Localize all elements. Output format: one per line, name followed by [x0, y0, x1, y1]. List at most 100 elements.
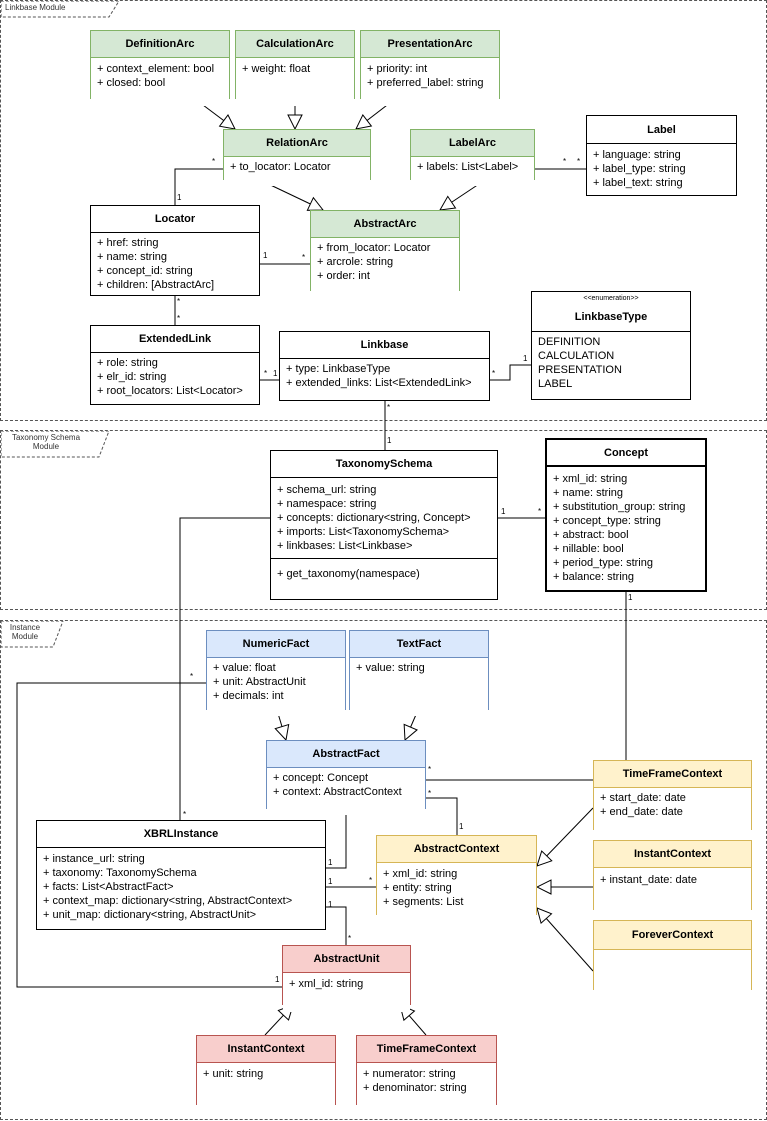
multiplicity: 1 [328, 858, 333, 867]
class-attributes: + xml_id: string + entity: string + segmen… [377, 863, 536, 922]
attribute: + concept_id: string [97, 265, 193, 277]
class-timeframecontext[interactable]: TimeFrameContext + start_date: date+ end… [593, 760, 752, 836]
attribute: + type: LinkbaseType [286, 363, 391, 375]
class-attributes: + context_element: bool+ closed: bool [91, 58, 229, 106]
attribute: + instant_date: date [600, 874, 697, 886]
class-title: Concept [547, 440, 705, 467]
class-title: AbstractContext [377, 836, 536, 863]
inherit-timeframecontext-abstractcontext [537, 807, 594, 866]
assoc-linkbase-linkbasetype [490, 364, 531, 381]
class-forevercontext[interactable]: ForeverContext [593, 920, 752, 997]
class-title: LabelArc [411, 130, 534, 157]
attribute: + value: float [213, 662, 276, 674]
class-concept[interactable]: Concept + xml_id: string + name: string + … [545, 438, 707, 592]
module-tab-shape [1, 621, 64, 648]
class-extendedlink[interactable]: ExtendedLink + role: string+ elr_id: str… [90, 325, 260, 405]
attribute: + taxonomy: TaxonomySchema [43, 867, 197, 879]
attribute: + nillable: bool [553, 543, 624, 555]
class-attributes: + from_locator: Locator+ arcrole: string… [311, 238, 459, 297]
attribute: + entity: string [383, 882, 452, 894]
multiplicity: 1 [275, 975, 280, 984]
class-title: TextFact [350, 631, 488, 658]
class-attributes: + to_locator: Locator [224, 157, 370, 186]
class-abstractcontext[interactable]: AbstractContext + xml_id: string + entity… [376, 835, 537, 922]
class-title: Label [587, 116, 736, 144]
attribute: + balance: string [553, 571, 635, 583]
class-instantcontext[interactable]: InstantContext + instant_date: date [593, 840, 752, 918]
attribute: + name: string [97, 251, 168, 263]
attribute: + end_date: date [600, 806, 683, 818]
class-attributes: + numerator: string + denominator: string [357, 1063, 496, 1112]
multiplicity: * [190, 672, 194, 681]
multiplicity: 1 [523, 354, 528, 363]
class-attributes: + xml_id: string [283, 973, 410, 1012]
class-linkbase[interactable]: Linkbase + type: LinkbaseType + extended_… [279, 331, 490, 401]
attribute: + name: string [553, 487, 624, 499]
attribute: + preferred_label: string [367, 77, 484, 89]
attribute: + concept: Concept [273, 772, 369, 784]
class-attributes: + concept: Concept + context: AbstractCon… [267, 768, 425, 815]
attribute: + denominator: string [363, 1082, 467, 1094]
operation: + get_taxonomy(namespace) [277, 568, 420, 580]
attribute: + context: AbstractContext [273, 786, 402, 798]
multiplicity: * [577, 157, 581, 166]
attribute: + xml_id: string [383, 868, 458, 880]
class-label[interactable]: Label + language: string+ label_type: st… [586, 115, 737, 196]
attribute: + numerator: string [363, 1068, 456, 1080]
enum-literal: DEFINITION [538, 336, 601, 348]
module-label: Instance Module [9, 623, 41, 641]
attribute: + priority: int [367, 63, 428, 75]
attribute: + xml_id: string [553, 473, 628, 485]
class-labelarc[interactable]: LabelArc + labels: List<Label> [410, 129, 535, 186]
class-locator[interactable]: Locator + href: string+ name: string+ co… [90, 205, 260, 296]
class-attributes: + priority: int + preferred_label: string [361, 58, 499, 106]
class-attributes: + type: LinkbaseType + extended_links: Li… [280, 359, 489, 394]
class-attributes: + labels: List<Label> [411, 157, 534, 186]
class-instant-unit[interactable]: InstantContext + unit: string [196, 1035, 336, 1112]
attribute: + to_locator: Locator [230, 161, 331, 173]
multiplicity: 1 [628, 593, 633, 602]
class-relationarc[interactable]: RelationArc + to_locator: Locator [223, 129, 371, 186]
attribute: + language: string [593, 149, 681, 161]
attribute: + extended_links: List<ExtendedLink> [286, 377, 472, 389]
class-title: AbstractUnit [283, 946, 410, 973]
multiplicity: * [302, 253, 306, 262]
attribute: + facts: List<AbstractFact> [43, 881, 174, 893]
class-operations: + get_taxonomy(namespace) [271, 558, 497, 585]
attribute: + segments: List [383, 896, 464, 908]
attribute: + concepts: dictionary<string, Concept> [277, 512, 471, 524]
multiplicity: * [212, 157, 216, 166]
class-attributes: + instance_url: string+ taxonomy: Taxono… [37, 848, 325, 926]
class-calculationarc[interactable]: CalculationArc + weight: float [235, 30, 355, 106]
attribute: + root_locators: List<Locator> [97, 385, 243, 397]
class-title: Linkbase [280, 332, 489, 359]
class-timeframe-unit[interactable]: TimeFrameContext + numerator: string+ de… [356, 1035, 497, 1112]
attribute: + start_date: date [600, 792, 686, 804]
attribute: + elr_id: string [97, 371, 167, 383]
class-taxonomyschema[interactable]: TaxonomySchema + schema_url: string+ nam… [270, 450, 498, 600]
attribute: + context_map: dictionary<string, Abstra… [43, 895, 293, 907]
class-presentationarc[interactable]: PresentationArc + priority: int+ preferr… [360, 30, 500, 106]
attribute: + imports: List<TaxonomySchema> [277, 526, 450, 538]
class-textfact[interactable]: TextFact + value: string [349, 630, 489, 716]
enum-literal: PRESENTATION [538, 364, 622, 376]
attribute: + unit: AbstractUnit [213, 676, 306, 688]
class-abstractfact[interactable]: AbstractFact + concept: Concept+ context… [266, 740, 426, 815]
class-abstractunit[interactable]: AbstractUnit + xml_id: string [282, 945, 411, 1012]
multiplicity: 1 [263, 251, 268, 260]
class-xbrlinstance[interactable]: XBRLInstance + instance_url: string+ tax… [36, 820, 326, 930]
attribute: + labels: List<Label> [417, 161, 519, 173]
class-numericfact[interactable]: NumericFact + value: float+ unit: Abstra… [206, 630, 346, 716]
module-tab-shape [1, 431, 110, 458]
attribute: + schema_url: string [277, 484, 377, 496]
module-tab-shape [1, 1, 120, 18]
class-abstractarc[interactable]: AbstractArc + from_locator: Locator+ arc… [310, 210, 460, 297]
attribute: + role: string [97, 357, 158, 369]
attribute: + children: [AbstractArc] [97, 279, 215, 291]
class-attributes: + role: string + elr_id: string + root_loc… [91, 353, 259, 402]
attribute: + href: string [97, 237, 159, 249]
class-definitionarc[interactable]: DefinitionArc + context_element: bool+ c… [90, 30, 230, 106]
multiplicity: * [177, 314, 181, 323]
